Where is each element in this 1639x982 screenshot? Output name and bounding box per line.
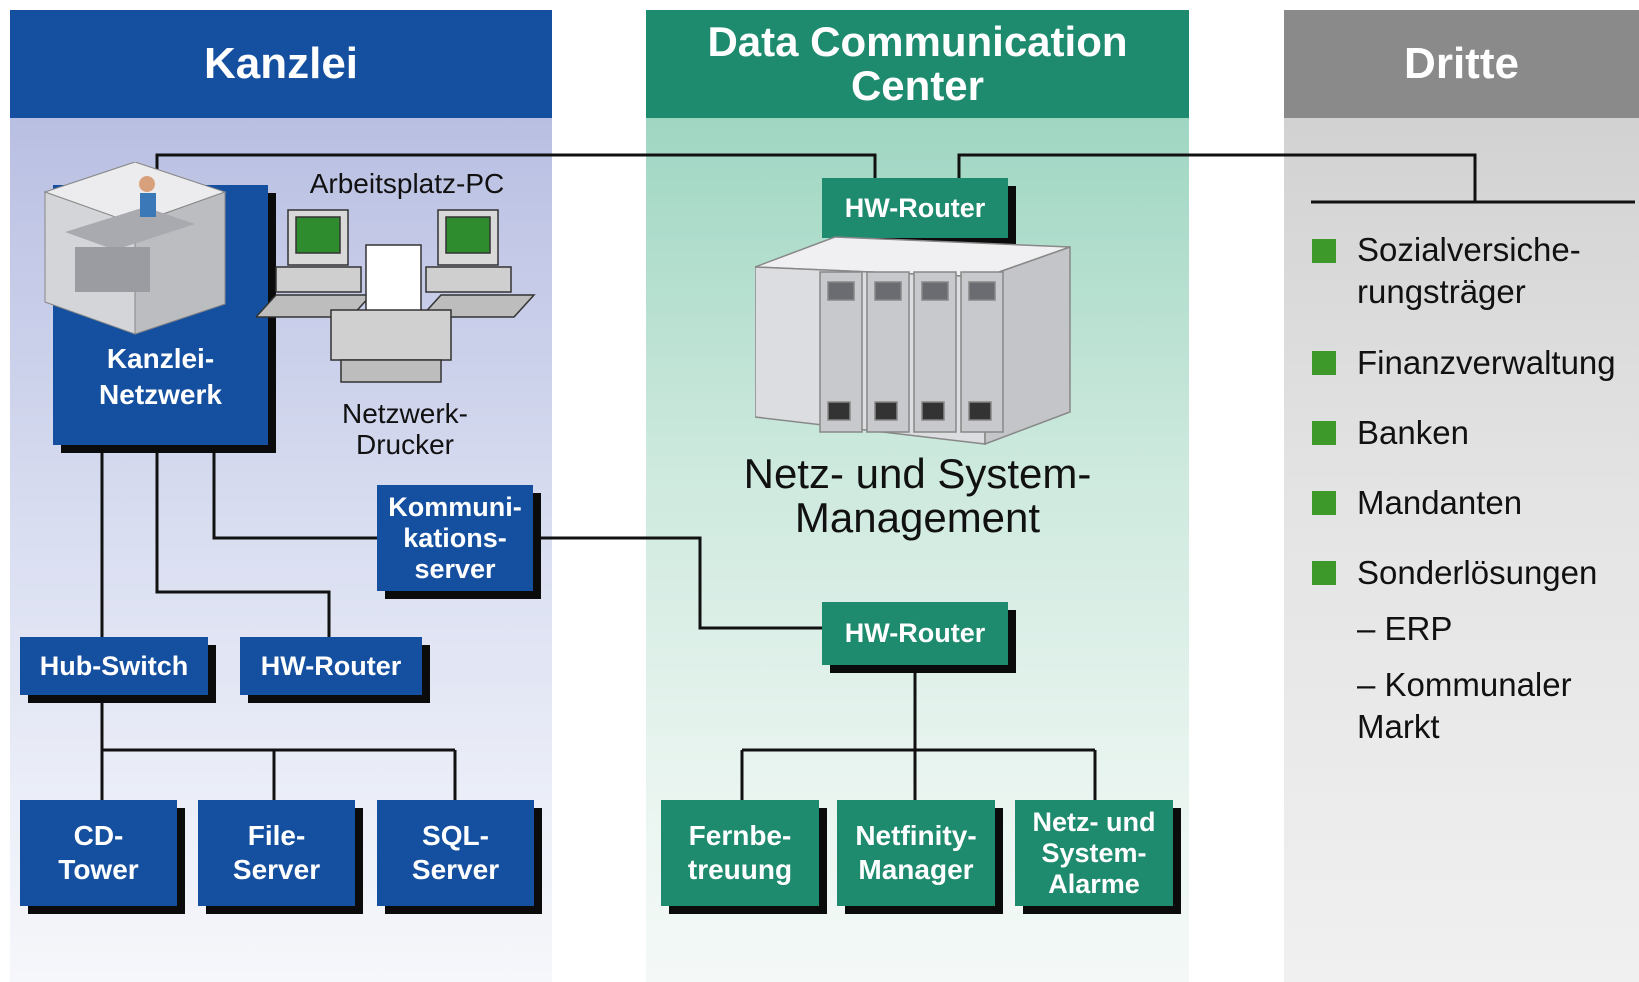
dritte-item-banken: Banken: [1357, 414, 1469, 451]
printer-label: Netzwerk- Drucker: [341, 398, 468, 460]
dritte-item-sozialversicherung: Sozialversiche- rungsträger: [1357, 231, 1581, 310]
dritte-item-finanzverwaltung: Finanzverwaltung: [1357, 344, 1616, 381]
bullet-icon: [1312, 491, 1336, 515]
fernbetreuung-label: Fernbe- treuung: [687, 820, 793, 885]
header-kanzlei: Kanzlei: [10, 10, 552, 118]
bullet-icon: [1312, 421, 1336, 445]
header-kanzlei-title: Kanzlei: [203, 39, 359, 88]
cd-tower-label: CD- Tower: [58, 820, 139, 885]
dritte-item-mandanten: Mandanten: [1357, 484, 1523, 521]
header-dritte: Dritte: [1284, 10, 1639, 118]
dritte-panel: [1284, 118, 1639, 982]
management-label: Netz- und System- Management: [743, 450, 1092, 541]
kanzlei-hw-router-node[interactable]: HW-Router: [240, 637, 422, 695]
netfinity-manager-node[interactable]: Netfinity- Manager: [837, 800, 995, 906]
header-dritte-title: Dritte: [1404, 39, 1519, 88]
system-alarme-node[interactable]: Netz- und System- Alarme: [1015, 800, 1173, 906]
workstation-pc-icon: [256, 209, 536, 383]
header-dcc: Data Communication Center: [646, 10, 1189, 118]
file-server-node[interactable]: File- Server: [198, 800, 355, 906]
bullet-icon: [1312, 561, 1336, 585]
kanzlei-hw-router-label: HW-Router: [260, 650, 402, 681]
cd-tower-node[interactable]: CD- Tower: [20, 800, 177, 906]
kommunikationsserver-label: Kommuni- kations- server: [388, 491, 522, 584]
hub-switch-label: Hub-Switch: [39, 650, 189, 681]
dcc-hw-router-bottom-node[interactable]: HW-Router: [822, 602, 1008, 665]
sql-server-label: SQL- Server: [411, 820, 500, 885]
file-server-label: File- Server: [232, 820, 321, 885]
dritte-subitem-erp: – ERP: [1357, 610, 1453, 647]
dcc-hw-router-bottom-label: HW-Router: [844, 618, 986, 648]
workstation-label: Arbeitsplatz-PC: [309, 168, 505, 199]
header-dcc-title: Data Communication Center: [707, 18, 1128, 109]
bullet-icon: [1312, 351, 1336, 375]
kommunikationsserver-node[interactable]: Kommuni- kations- server: [377, 485, 533, 591]
hub-switch-node[interactable]: Hub-Switch: [20, 637, 208, 695]
kanzlei-netzwerk-label: Kanzlei- Netzwerk: [99, 343, 222, 410]
dcc-hw-router-top-node[interactable]: HW-Router: [822, 178, 1008, 238]
dritte-item-sonderloesungen: Sonderlösungen: [1357, 554, 1598, 591]
dcc-hw-router-top-label: HW-Router: [844, 192, 986, 223]
bullet-icon: [1312, 239, 1336, 263]
sql-server-node[interactable]: SQL- Server: [377, 800, 534, 906]
fernbetreuung-node[interactable]: Fernbe- treuung: [661, 800, 819, 906]
dritte-subitem-kommunaler-markt: – Kommunaler Markt: [1357, 666, 1572, 745]
server-rack-icon: [755, 236, 1071, 446]
office-cube-icon: [43, 162, 227, 335]
netfinity-manager-label: Netfinity- Manager: [855, 820, 977, 885]
system-alarme-label: Netz- und System- Alarme: [1032, 806, 1156, 899]
